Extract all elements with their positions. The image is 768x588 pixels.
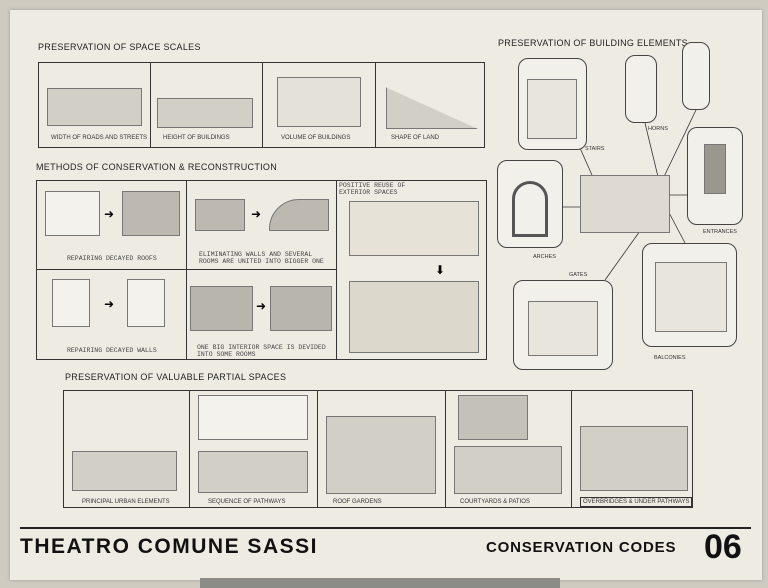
sheet-number: 06 <box>704 528 742 566</box>
partial-spaces-panel: PRINCIPAL URBAN ELEMENTS SEQUENCE OF PAT… <box>63 390 693 508</box>
caption: REPAIRING DECAYED ROOFS <box>67 255 157 262</box>
label-gates: GATES <box>569 272 588 278</box>
building-elements-title: PRESERVATION OF BUILDING ELEMENTS <box>498 38 688 48</box>
label-balconies: BALCONIES <box>654 355 686 361</box>
label-entrances: ENTRANCES <box>703 229 737 235</box>
horns-sketch <box>625 55 657 123</box>
caption: WIDTH OF ROADS AND STREETS <box>51 135 148 141</box>
label-stairs: STAIRS <box>585 146 605 152</box>
caption: ROOF GARDENS <box>333 499 382 505</box>
partial-spaces-title: PRESERVATION OF VALUABLE PARTIAL SPACES <box>65 372 287 382</box>
footer-title: THEATRO COMUNE SASSI <box>20 535 318 558</box>
partial-space-cell: SEQUENCE OF PATHWAYS <box>190 391 318 507</box>
partial-space-cell: OVERBRIDGES & UNDER PATHWAYS <box>572 391 694 507</box>
space-scale-cell: VOLUME OF BUILDINGS <box>263 63 376 147</box>
caption: HEIGHT OF BUILDINGS <box>163 135 230 141</box>
footer-subtitle: CONSERVATION CODES <box>486 539 677 556</box>
label-horns: HORNS <box>648 126 668 132</box>
label-arches: ARCHES <box>533 254 556 260</box>
entrances-sketch <box>687 127 743 225</box>
space-scale-cell: SHAPE OF LAND <box>376 63 486 147</box>
caption: SHAPE OF LAND <box>391 135 440 141</box>
roof-horn-sketch <box>682 42 710 110</box>
space-scale-cell: WIDTH OF ROADS AND STREETS <box>39 63 151 147</box>
caption: ONE BIG INTERIOR SPACE IS DEVIDED INTO S… <box>197 344 326 358</box>
partial-space-cell: ROOF GARDENS <box>318 391 446 507</box>
partial-space-cell: PRINCIPAL URBAN ELEMENTS <box>64 391 190 507</box>
space-scales-panel: WIDTH OF ROADS AND STREETS HEIGHT OF BUI… <box>38 62 485 148</box>
caption: SEQUENCE OF PATHWAYS <box>208 499 286 505</box>
caption: PRINCIPAL URBAN ELEMENTS <box>82 499 170 505</box>
caption: COURTYARDS & PATIOS <box>460 499 530 505</box>
display-stand <box>200 578 560 588</box>
methods-title: METHODS OF CONSERVATION & RECONSTRUCTION <box>36 162 278 172</box>
footer-rule <box>20 527 751 529</box>
balconies-sketch <box>642 243 737 347</box>
gates-sketch <box>513 280 613 370</box>
partial-space-cell: COURTYARDS & PATIOS <box>446 391 572 507</box>
space-scale-cell: HEIGHT OF BUILDINGS <box>151 63 263 147</box>
space-scales-title: PRESERVATION OF SPACE SCALES <box>38 42 201 52</box>
caption: REPAIRING DECAYED WALLS <box>67 347 157 354</box>
caption: ELIMINATING WALLS AND SEVERAL ROOMS ARE … <box>199 251 324 265</box>
methods-panel: ➜ REPAIRING DECAYED ROOFS ➜ ELIMINATING … <box>36 180 487 360</box>
arches-sketch <box>497 160 563 248</box>
caption: POSITIVE REUSE OF EXTERIOR SPACES <box>339 182 406 196</box>
caption: OVERBRIDGES & UNDER PATHWAYS <box>580 497 693 507</box>
stairs-sketch <box>518 58 587 150</box>
caption: VOLUME OF BUILDINGS <box>281 135 351 141</box>
section-drawing <box>580 175 670 233</box>
